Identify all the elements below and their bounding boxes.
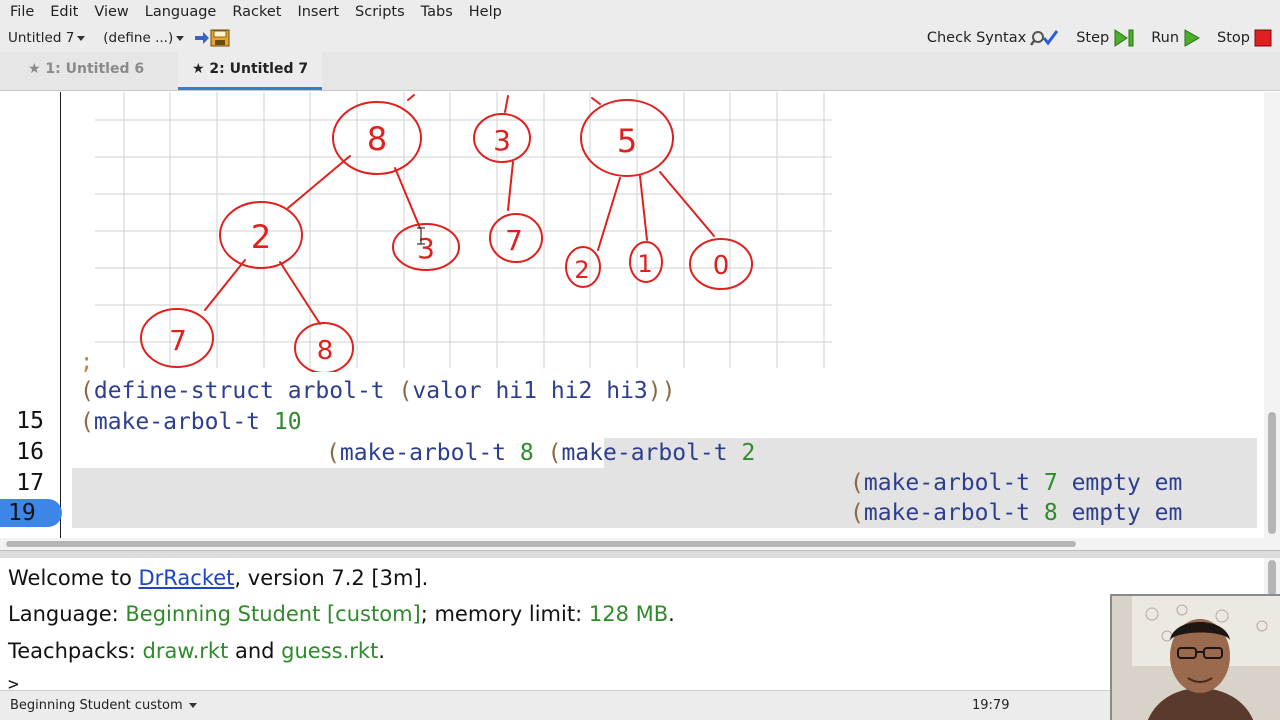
teachpacks-line: Teachpacks: draw.rkt and guess.rkt.: [8, 639, 386, 663]
scrollbar-thumb[interactable]: [1268, 412, 1276, 534]
menubar: File Edit View Language Racket Insert Sc…: [0, 0, 1280, 24]
check-syntax-label: Check Syntax: [926, 30, 1027, 46]
language-selector[interactable]: Beginning Student custom: [10, 698, 197, 713]
menu-file[interactable]: File: [10, 4, 35, 20]
code-line[interactable]: 18 (make-arbol-t 7 empty em: [0, 468, 1264, 526]
scrollbar-thumb[interactable]: [1268, 560, 1276, 596]
chevron-down-icon: [188, 703, 197, 708]
check-syntax-button[interactable]: Check Syntax: [927, 29, 1060, 47]
presenter-video-image: [1112, 596, 1280, 720]
line-number: 15: [16, 408, 44, 434]
language-label: Beginning Student custom: [10, 698, 183, 713]
code-line[interactable]: 17 (make-arbol-t 8 (make-arbol-t 2: [0, 438, 1264, 496]
scrollbar-thumb[interactable]: [6, 541, 1076, 547]
drawing-digit: 8: [317, 336, 334, 366]
tab-untitled-7[interactable]: ★ 2: Untitled 7: [178, 52, 323, 90]
drawing-digit: 8: [367, 120, 387, 158]
current-line-number: 19: [0, 499, 62, 527]
menu-language[interactable]: Language: [144, 4, 217, 20]
interactions-pane[interactable]: Welcome to DrRacket, version 7.2 [3m]. L…: [0, 558, 1264, 690]
run-label: Run: [1151, 30, 1180, 46]
drracket-link[interactable]: DrRacket: [138, 566, 235, 590]
run-button[interactable]: Run: [1151, 29, 1201, 47]
menu-help[interactable]: Help: [468, 4, 502, 20]
code-text: (make-arbol-t 8 empty em: [850, 500, 1183, 526]
menu-scripts[interactable]: Scripts: [355, 4, 405, 20]
define-dropdown[interactable]: (define ...): [103, 30, 185, 46]
code-text: (make-arbol-t 8 (make-arbol-t 2: [326, 440, 756, 466]
menu-edit[interactable]: Edit: [50, 4, 79, 20]
stop-button[interactable]: Stop: [1217, 29, 1272, 47]
editor-horizontal-scrollbar[interactable]: [0, 538, 1280, 550]
toolbar-left: Untitled 7 (define ...): [8, 24, 230, 52]
tab-untitled-6[interactable]: ★ 1: Untitled 6: [28, 61, 145, 77]
welcome-line: Welcome to DrRacket, version 7.2 [3m].: [8, 566, 429, 590]
language-line: Language: Beginning Student [custom]; me…: [8, 602, 675, 626]
chevron-down-icon: [176, 35, 185, 41]
tab-bar: ★ 1: Untitled 6 ★ 2: Untitled 7: [0, 52, 1280, 91]
toolbar: Untitled 7 (define ...) Check Synt: [0, 24, 1280, 52]
comment-semicolon: ;: [80, 350, 94, 375]
drawing-digit: 0: [713, 251, 730, 281]
stop-label: Stop: [1217, 30, 1250, 46]
code-line[interactable]: 19 (make-arbol-t 8 empty em: [0, 498, 1264, 528]
gutter-divider: [60, 92, 61, 538]
step-label: Step: [1076, 30, 1110, 46]
menu-insert[interactable]: Insert: [297, 4, 340, 20]
file-dropdown-label: Untitled 7: [8, 30, 75, 46]
code-text: (make-arbol-t 10: [80, 409, 302, 435]
toolbar-right: Check Syntax Step Run: [911, 24, 1272, 52]
drawing-digit: 3: [417, 232, 435, 265]
definitions-editor[interactable]: 8 3 5 2 3 7 2 1 0 7 8 ; 15: [0, 92, 1264, 538]
define-dropdown-label: (define ...): [103, 30, 174, 46]
save-icon[interactable]: [210, 29, 230, 47]
step-icon: [1114, 29, 1134, 47]
cursor-ibeam-icon: [417, 227, 425, 245]
code-line[interactable]: 15 (define-struct arbol-t (valor hi1 hi2…: [0, 376, 1264, 434]
drawing-digit: 5: [617, 122, 637, 160]
editor-vertical-scrollbar[interactable]: [1264, 92, 1280, 538]
selection-highlight: [604, 438, 1257, 468]
repl-prompt[interactable]: >: [8, 674, 19, 690]
webcam-overlay: [1110, 594, 1280, 720]
tree-drawing-image: 8 3 5 2 3 7 2 1 0 7 8: [95, 92, 832, 372]
code-line[interactable]: 16 (make-arbol-t 10: [0, 407, 1264, 465]
pane-divider[interactable]: [0, 550, 1280, 558]
chevron-down-icon: [77, 35, 86, 41]
menu-tabs[interactable]: Tabs: [420, 4, 453, 20]
drawing-digit: 2: [251, 218, 271, 256]
drawing-digit: 7: [505, 224, 523, 257]
arrow-right-icon[interactable]: [194, 30, 210, 46]
line-number: 16: [16, 439, 44, 465]
stop-icon: [1254, 29, 1272, 47]
menu-racket[interactable]: Racket: [232, 4, 282, 20]
file-dropdown[interactable]: Untitled 7: [8, 30, 86, 46]
status-bar: Beginning Student custom 19:79: [0, 690, 1280, 720]
code-text: (make-arbol-t 7 empty em: [850, 470, 1183, 496]
cursor-position: 19:79: [972, 698, 1010, 713]
drawing-digit: 3: [493, 124, 511, 157]
toolbar-icons: [194, 29, 230, 47]
magnifier-check-icon: [1030, 30, 1059, 46]
selection-highlight: [72, 468, 1257, 528]
drawing-digit: 1: [637, 250, 652, 278]
run-icon: [1184, 29, 1201, 47]
line-number: 17: [16, 470, 44, 496]
drawing-digit: 2: [574, 256, 589, 284]
code-text: (define-struct arbol-t (valor hi1 hi2 hi…: [80, 378, 676, 404]
drawing-digit: 7: [169, 324, 187, 357]
menu-view[interactable]: View: [94, 4, 129, 20]
step-button[interactable]: Step: [1076, 29, 1135, 47]
